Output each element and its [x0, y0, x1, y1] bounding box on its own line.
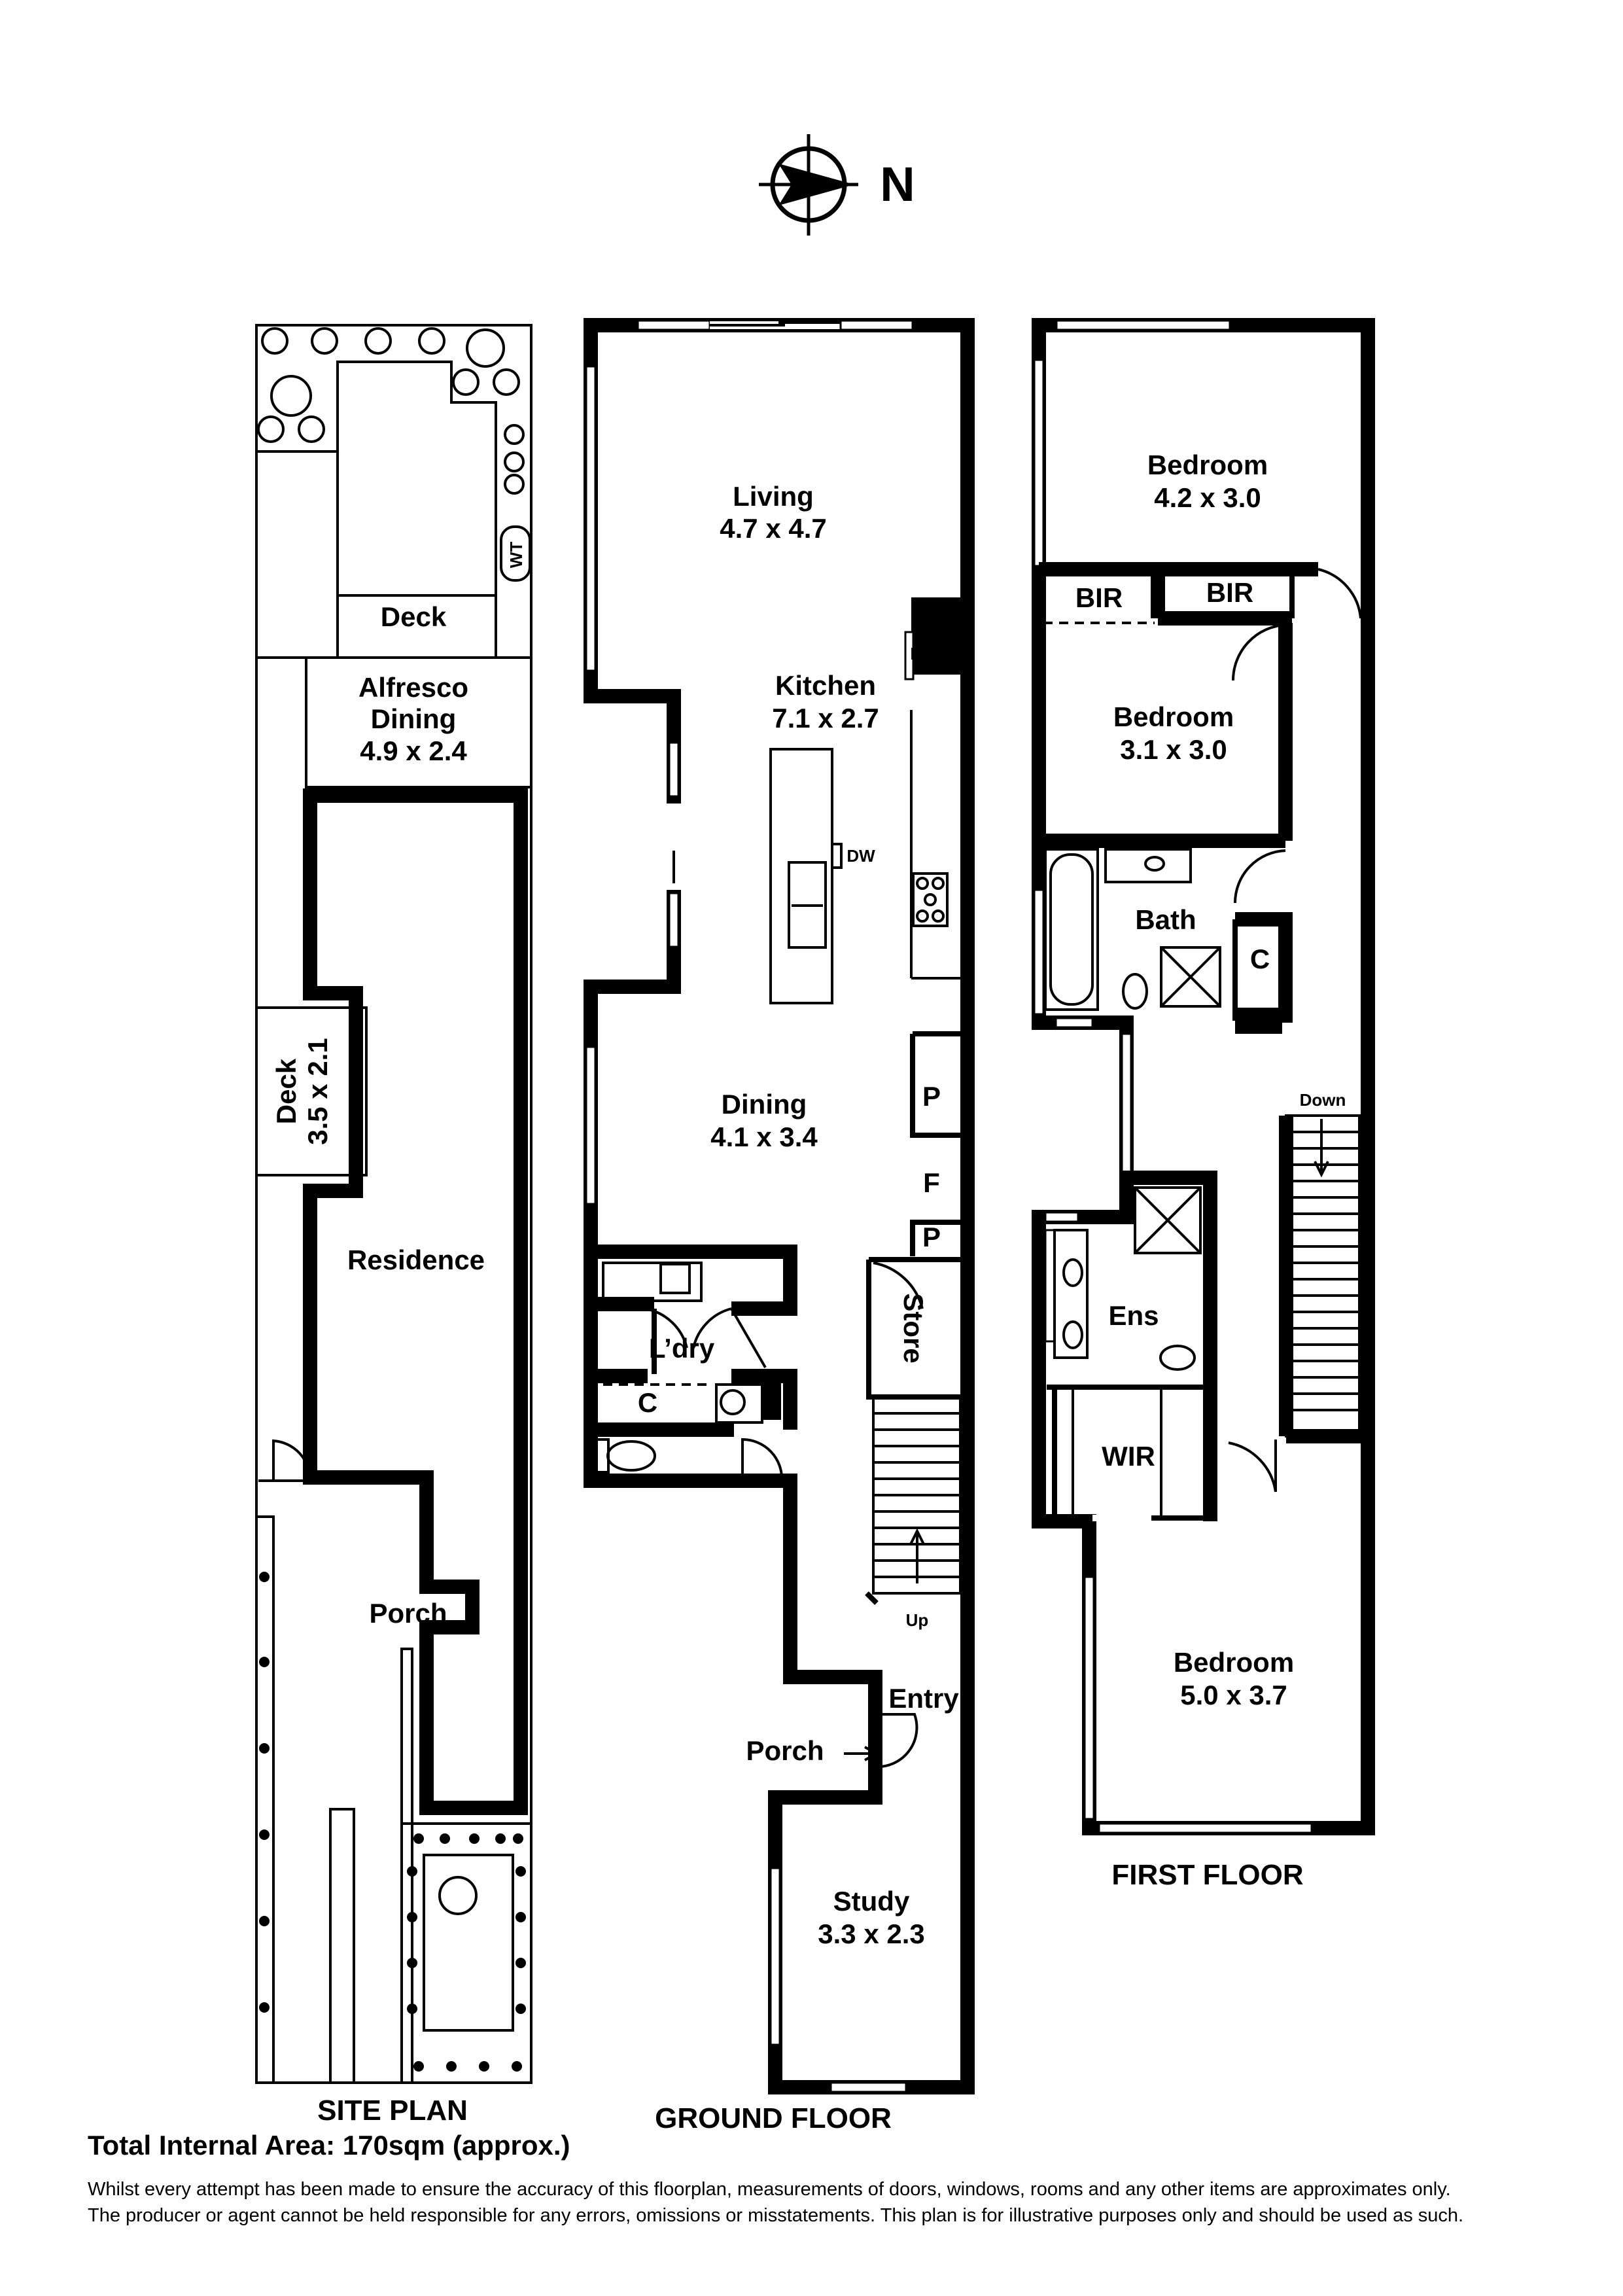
ensuite-label: Ens	[1108, 1300, 1159, 1331]
toilet-icon	[606, 1440, 656, 1472]
bedroom3-name: Bedroom	[1174, 1647, 1294, 1678]
stair-down-label: Down	[1300, 1090, 1346, 1110]
disclaimer-line-2: The producer or agent cannot be held res…	[88, 2205, 1464, 2226]
bedroom1-dims: 4.2 x 3.0	[1154, 482, 1261, 513]
laundry-bench	[602, 1262, 703, 1302]
bedroom3-dims: 5.0 x 3.7	[1180, 1680, 1287, 1710]
basin-icon	[720, 1389, 746, 1415]
shrub-icon	[259, 1572, 526, 2072]
dining-name: Dining	[722, 1089, 807, 1120]
kitchen-island	[769, 748, 833, 1004]
shower-icon	[1160, 946, 1221, 1008]
side-deck-area	[255, 1006, 368, 1176]
alfresco-name-line2: Dining	[371, 703, 457, 734]
bathtub-icon	[1044, 848, 1099, 1011]
pantry-label: P	[922, 1081, 941, 1112]
compass-label: N	[880, 157, 915, 211]
entry-label: Entry	[888, 1683, 959, 1714]
study-name: Study	[833, 1886, 910, 1916]
kitchen-name: Kitchen	[775, 670, 876, 701]
water-tank-icon	[500, 525, 531, 582]
staircase-down	[1285, 1114, 1361, 1438]
alfresco-dims: 4.9 x 2.4	[360, 735, 467, 766]
dishwasher-label: DW	[846, 846, 875, 866]
residence-outline	[303, 788, 528, 1815]
site-boundary	[255, 324, 532, 2084]
ground-porch-label: Porch	[746, 1735, 824, 1766]
fireplace-icon	[911, 597, 960, 675]
site-porch-label: Porch	[369, 1598, 447, 1629]
fireplace-label: FP	[910, 644, 932, 663]
bir2-label: BIR	[1206, 577, 1253, 608]
tree-icon	[257, 327, 525, 1915]
kitchen-dims: 7.1 x 2.7	[772, 703, 879, 733]
laundry-label: L’dry	[649, 1333, 715, 1364]
residence-label: Residence	[347, 1245, 485, 1275]
ground-floor-outline	[584, 318, 975, 2094]
fridge-label: F	[923, 1167, 940, 1198]
staircase-up	[872, 1396, 962, 1595]
toilet-icon	[1122, 973, 1148, 1010]
bir1-label: BIR	[1075, 582, 1123, 613]
alfresco-name: Alfresco	[358, 672, 468, 703]
ground-floor	[584, 318, 975, 2094]
north-compass-icon	[759, 134, 858, 236]
bath-cupboard-label: C	[1250, 944, 1270, 974]
side-deck-dims: 3.5 x 2.1	[302, 1038, 333, 1144]
store-label: Store	[898, 1293, 929, 1363]
living-name: Living	[733, 481, 814, 512]
entry-door-icon	[875, 1713, 918, 1769]
laundry-tub-icon	[659, 1263, 691, 1294]
side-deck-name: Deck	[271, 1058, 302, 1124]
bedroom2-name: Bedroom	[1113, 701, 1234, 732]
ensuite-shower-icon	[1134, 1186, 1202, 1254]
first-floor-outline	[1032, 318, 1375, 1835]
first-floor-title: FIRST FLOOR	[1111, 1859, 1303, 1891]
disclaimer-line-1: Whilst every attempt has been made to en…	[88, 2179, 1451, 2200]
dining-dims: 4.1 x 3.4	[710, 1122, 818, 1152]
laundry-cupboard-label: C	[638, 1387, 657, 1418]
site-plan	[255, 324, 532, 2084]
vanity-icon	[1104, 848, 1192, 883]
bedroom2-dims: 3.1 x 3.0	[1120, 734, 1227, 765]
total-internal-area: Total Internal Area: 170sqm (approx.)	[88, 2130, 570, 2161]
dishwasher-icon	[831, 843, 843, 869]
bath-label: Bath	[1135, 904, 1196, 935]
pantry2-label: P	[922, 1222, 941, 1252]
site-plan-title: SITE PLAN	[317, 2094, 468, 2127]
first-floor	[1032, 318, 1375, 1835]
ground-floor-title: GROUND FLOOR	[655, 2102, 892, 2134]
living-dims: 4.7 x 4.7	[720, 513, 826, 544]
stair-up-label: Up	[906, 1610, 929, 1630]
alfresco-area	[305, 656, 532, 788]
cooktop-icon	[912, 872, 949, 927]
study-dims: 3.3 x 2.3	[818, 1918, 924, 1949]
kitchen-sink-icon	[788, 861, 827, 949]
side-fence	[255, 1515, 275, 2084]
front-path	[329, 1808, 355, 2084]
side-gate-icon	[272, 1439, 312, 1481]
wir-label: WIR	[1102, 1441, 1155, 1472]
front-garden	[400, 1822, 532, 2084]
site-deck-label: Deck	[381, 601, 447, 632]
double-vanity-icon	[1053, 1229, 1089, 1359]
bedroom1-name: Bedroom	[1147, 450, 1268, 480]
ensuite-toilet-icon	[1159, 1345, 1196, 1371]
garden-outline	[336, 361, 497, 658]
water-tank-label: WT	[506, 542, 526, 569]
